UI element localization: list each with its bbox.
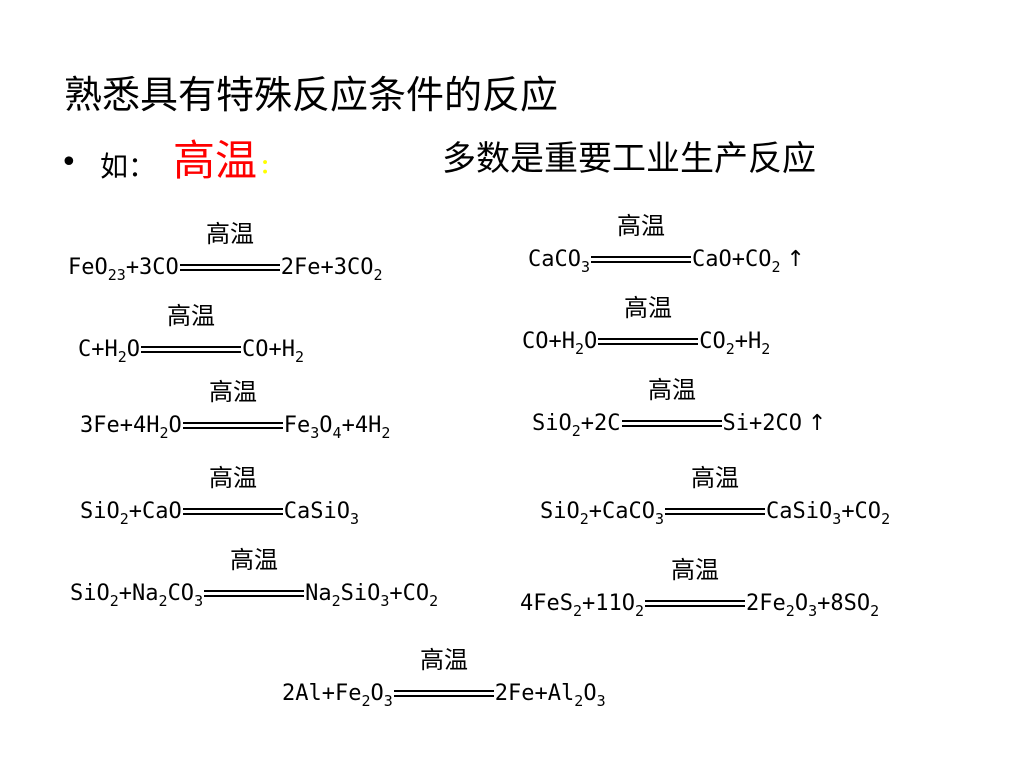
bullet-dot: • [60,145,78,180]
equation-products: CaSiO3+CO2 [766,498,891,528]
equation-formula: 2Al+Fe2O3 2Fe+Al2O3 [282,678,606,710]
double-line-arrow [179,263,280,271]
page-title: 熟悉具有特殊反应条件的反应 [64,73,559,117]
equation-8: SiO2+Na2CO3 Na2SiO3+CO2 高温 [70,546,439,610]
reaction-condition: 高温 [209,378,257,406]
equation-reactants: 3Fe+4H2O [80,412,182,442]
reaction-condition: 高温 [691,464,739,492]
equation-2: C+H2O CO+H2 高温 [78,302,305,366]
equation-products: 2Fe+Al2O3 [494,680,606,710]
equation-4: 3Fe+4H2O Fe3O4+4H2 高温 [80,378,391,442]
bullet-row: • 如： 高温 : 多数是重要工业生产反应 [60,130,960,190]
condition-colon: : [260,146,271,181]
equation-products: CaSiO3 [283,498,360,528]
equation-products: CaO+CO2 [692,246,781,276]
equation-reactants: CaCO3 [528,246,591,276]
equation-5: SiO2+2C Si+2CO↑ 高温 [532,376,827,440]
equation-formula: SiO2+2C Si+2CO↑ [532,408,827,440]
equation-reactants: SiO2+Na2CO3 [70,580,204,610]
equation-reactants: FeO23+3CO [68,254,179,284]
equation-reactants: SiO2+CaCO3 [540,498,665,528]
bullet-prefix: 如： [100,150,157,183]
equation-reactants: CO+H2O [522,328,598,358]
reaction-condition: 高温 [167,302,215,330]
gas-arrow-icon: ↑ [786,246,805,272]
equation-products: CO2+H2 [699,328,771,358]
equation-products: CO+H2 [242,336,305,366]
reaction-condition: 高温 [617,212,665,240]
equation-products: Fe3O4+4H2 [283,412,391,442]
reaction-condition: 高温 [648,376,696,404]
reaction-condition: 高温 [209,464,257,492]
equation-products: Na2SiO3+CO2 [305,580,439,610]
equation-reactants: 2Al+Fe2O3 [282,680,393,710]
reaction-condition: 高温 [671,556,719,584]
equation-formula: SiO2+CaCO3 CaSiO3+CO2 [540,496,891,528]
equation-9: 4FeS2+11O2 2Fe2O3+8SO2 高温 [520,556,880,620]
double-line-arrow [182,421,283,429]
equation-formula: C+H2O CO+H2 [78,334,305,366]
equation-7: SiO2+CaCO3 CaSiO3+CO2 高温 [540,464,891,528]
equation-3: CO+H2O CO2+H2 高温 [522,294,771,358]
equation-0: FeO23+3CO 2Fe+3CO2 高温 [68,220,383,284]
double-line-arrow [665,507,766,515]
equation-products: 2Fe2O3+8SO2 [746,590,880,620]
reaction-condition: 高温 [206,220,254,248]
reaction-condition: 高温 [624,294,672,322]
gas-arrow-icon: ↑ [808,410,827,436]
double-line-arrow [645,599,746,607]
equation-formula: CO+H2O CO2+H2 [522,326,771,358]
equation-reactants: 4FeS2+11O2 [520,590,645,620]
equation-formula: SiO2+Na2CO3 Na2SiO3+CO2 [70,578,439,610]
equation-formula: FeO23+3CO 2Fe+3CO2 [68,252,383,284]
equation-formula: CaCO3 CaO+CO2↑ [528,244,805,276]
equation-reactants: C+H2O [78,336,141,366]
equation-6: SiO2+CaO CaSiO3 高温 [80,464,360,528]
double-line-arrow [204,589,305,597]
reaction-condition: 高温 [230,546,278,574]
equation-products: 2Fe+3CO2 [280,254,383,284]
double-line-arrow [141,345,242,353]
condition-highlight: 高温 [173,136,258,185]
double-line-arrow [182,507,283,515]
equation-formula: 3Fe+4H2O Fe3O4+4H2 [80,410,391,442]
industrial-note: 多数是重要工业生产反应 [442,139,816,179]
double-line-arrow [393,689,494,697]
equation-formula: 4FeS2+11O2 2Fe2O3+8SO2 [520,588,880,620]
equation-reactants: SiO2+2C [532,410,621,440]
equation-reactants: SiO2+CaO [80,498,182,528]
double-line-arrow [621,419,722,427]
equation-10: 2Al+Fe2O3 2Fe+Al2O3 高温 [282,646,606,710]
double-line-arrow [598,337,699,345]
double-line-arrow [591,255,692,263]
equation-formula: SiO2+CaO CaSiO3 [80,496,360,528]
reaction-condition: 高温 [420,646,468,674]
equation-products: Si+2CO [722,410,803,436]
equation-1: CaCO3 CaO+CO2↑ 高温 [528,212,805,276]
